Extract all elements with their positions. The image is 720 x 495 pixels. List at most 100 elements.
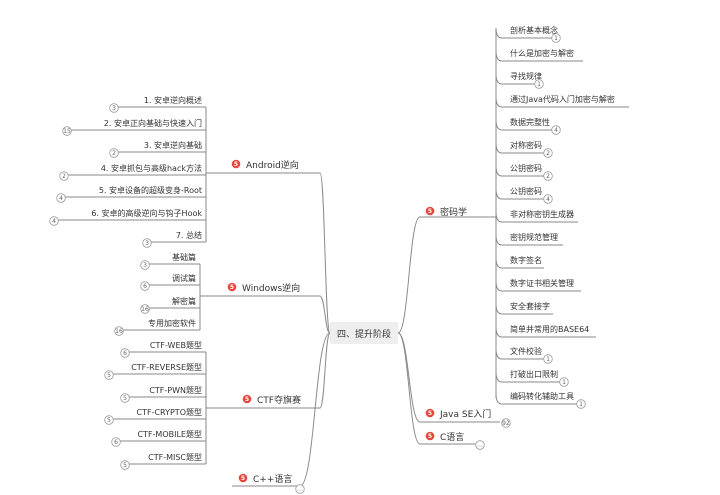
child-item-android: 2. 安卓正向基础与快速入门 bbox=[104, 118, 202, 128]
count-badge-label: 16 bbox=[115, 328, 123, 335]
root-node[interactable] bbox=[330, 322, 398, 344]
branch-curve-c bbox=[397, 332, 421, 445]
crypto-item-connector bbox=[495, 188, 503, 200]
priority-badge-label: 5 bbox=[245, 396, 249, 403]
crypto-item: 数字签名 bbox=[510, 255, 542, 265]
crypto-item: 密钥规范管理 bbox=[510, 232, 558, 242]
crypto-item-connector bbox=[495, 27, 503, 39]
crypto-item-connector bbox=[495, 326, 503, 338]
count-badge[interactable] bbox=[551, 33, 561, 43]
branch-curve-windows bbox=[319, 295, 331, 334]
priority-badge-icon bbox=[227, 282, 237, 292]
count-badge-label: 4 bbox=[59, 195, 63, 202]
crypto-item-connector bbox=[495, 234, 503, 246]
count-badge[interactable] bbox=[142, 238, 152, 248]
count-badge-label: 1 bbox=[579, 401, 583, 408]
count-badge-label: 5 bbox=[123, 395, 127, 402]
count-badge-label: 2 bbox=[546, 173, 550, 180]
crypto-item: 打破出口限制 bbox=[510, 369, 558, 379]
count-badge[interactable] bbox=[501, 418, 511, 428]
child-item-ctf: CTF-REVERSE题型 bbox=[131, 363, 202, 372]
crypto-item: 安全套接字 bbox=[510, 301, 550, 311]
child-item-android: 3. 安卓逆向基础 bbox=[144, 140, 202, 150]
count-badge[interactable] bbox=[543, 171, 553, 181]
count-badge[interactable] bbox=[559, 377, 569, 387]
count-badge-label: 5 bbox=[107, 372, 111, 379]
count-badge[interactable] bbox=[543, 354, 553, 364]
collapsed-more-icon[interactable] bbox=[295, 484, 305, 494]
count-badge-label: 6 bbox=[143, 283, 147, 290]
count-badge-label: 4 bbox=[546, 196, 550, 203]
crypto-item-connector bbox=[495, 257, 503, 269]
priority-badge-label: 5 bbox=[428, 410, 432, 417]
crypto-item-connector bbox=[495, 211, 503, 223]
collapsed-more-label: … bbox=[297, 486, 303, 493]
count-badge-label: 3 bbox=[145, 240, 149, 247]
child-item-android: 4. 安卓抓包与高级hack方法 bbox=[101, 163, 202, 173]
count-badge[interactable] bbox=[120, 393, 130, 403]
count-badge[interactable] bbox=[109, 148, 119, 158]
child-item-android: 5. 安卓设备的超级变身-Root bbox=[99, 185, 202, 195]
count-badge[interactable] bbox=[109, 103, 119, 113]
branch-curve-java bbox=[397, 332, 421, 423]
count-badge[interactable] bbox=[59, 171, 69, 181]
count-badge-label: 1 bbox=[546, 356, 550, 363]
crypto-item: 什么是加密与解密 bbox=[510, 48, 574, 58]
count-badge[interactable] bbox=[49, 216, 59, 226]
crypto-item-connector bbox=[495, 348, 503, 360]
child-item-android: 1. 安卓逆向概述 bbox=[144, 95, 202, 105]
count-badge[interactable] bbox=[543, 148, 553, 158]
child-item-windows: 解密篇 bbox=[172, 296, 196, 306]
crypto-item-connector bbox=[495, 119, 503, 131]
child-item-windows: 调试篇 bbox=[172, 273, 196, 283]
priority-badge-label: 5 bbox=[428, 208, 432, 215]
crypto-item: 通过Java代码入门加密与解密 bbox=[510, 94, 615, 104]
count-badge[interactable] bbox=[104, 370, 114, 380]
crypto-item: 简单并常用的BASE64 bbox=[510, 324, 589, 334]
count-badge-label: 2 bbox=[62, 173, 66, 180]
count-badge[interactable] bbox=[120, 460, 130, 470]
count-badge[interactable] bbox=[114, 326, 124, 336]
child-item-ctf: CTF-CRYPTO题型 bbox=[137, 408, 203, 417]
branch-ctf: CTF夺旗赛 bbox=[257, 394, 301, 406]
crypto-item: 公钥密码 bbox=[510, 163, 542, 173]
collapsed-more-icon[interactable] bbox=[475, 440, 485, 450]
connector-lines bbox=[55, 27, 629, 487]
count-badge-label: 16 bbox=[141, 306, 149, 313]
crypto-item: 寻找规律 bbox=[510, 71, 542, 81]
child-item-ctf: CTF-MOBILE题型 bbox=[137, 430, 202, 439]
count-badge-label: 4 bbox=[554, 127, 558, 134]
child-item-ctf: CTF-MISC题型 bbox=[148, 453, 202, 462]
count-badge-label: 5 bbox=[123, 462, 127, 469]
count-badge-label: 5 bbox=[107, 417, 111, 424]
count-badge-label: 3 bbox=[143, 262, 147, 269]
branch-java: Java SE入门 bbox=[439, 408, 491, 420]
crypto-item-connector bbox=[495, 96, 503, 108]
count-badge[interactable] bbox=[534, 79, 544, 89]
count-badge[interactable] bbox=[140, 281, 150, 291]
count-badge[interactable] bbox=[140, 304, 150, 314]
count-badge[interactable] bbox=[56, 193, 66, 203]
count-badge[interactable] bbox=[576, 399, 586, 409]
count-badge[interactable] bbox=[104, 415, 114, 425]
child-item-windows: 专用加密软件 bbox=[148, 318, 196, 328]
count-badge-label: 2 bbox=[112, 150, 116, 157]
branch-android: Android逆向 bbox=[246, 159, 299, 171]
crypto-item: 对称密码 bbox=[510, 140, 542, 150]
crypto-item-connector bbox=[495, 50, 503, 62]
count-badge-label: 2 bbox=[546, 150, 550, 157]
crypto-item-connector bbox=[495, 142, 503, 154]
crypto-item-connector bbox=[495, 371, 503, 383]
count-badge[interactable] bbox=[551, 125, 561, 135]
count-badge[interactable] bbox=[543, 194, 553, 204]
count-badge-label: 6 bbox=[114, 439, 118, 446]
crypto-item-connector bbox=[495, 73, 503, 85]
crypto-item-connector bbox=[495, 303, 503, 315]
count-badge[interactable] bbox=[120, 348, 130, 358]
count-badge-label: 92 bbox=[502, 420, 510, 427]
count-badge[interactable] bbox=[140, 260, 150, 270]
count-badge[interactable] bbox=[62, 126, 72, 136]
child-item-ctf: CTF-PWN题型 bbox=[149, 386, 202, 395]
count-badge[interactable] bbox=[111, 437, 121, 447]
